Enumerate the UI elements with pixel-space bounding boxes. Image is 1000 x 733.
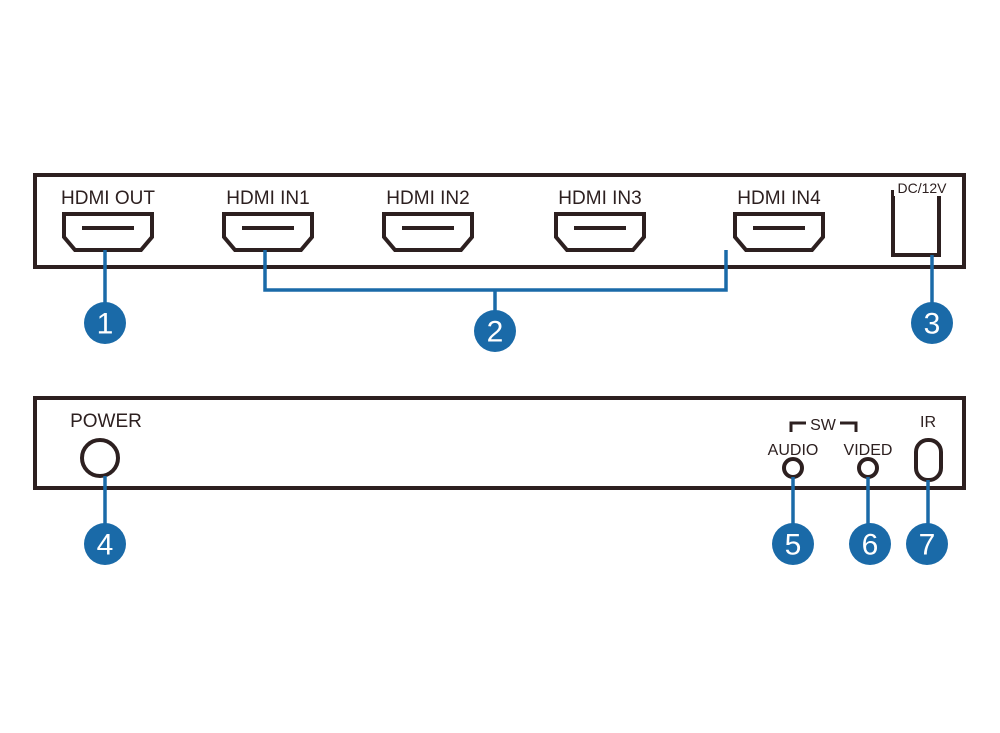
front-panel-body	[33, 396, 966, 490]
callout-circle-1	[84, 302, 126, 344]
port-label-hdmi-in2: HDMI IN2	[386, 188, 469, 209]
sw-bracket-left	[789, 421, 806, 432]
dc-label-backdrop	[894, 180, 956, 196]
control-power-button[interactable]: POWER	[70, 411, 142, 478]
control-label-ir: IR	[920, 414, 936, 431]
port-label-hdmi-in1: HDMI IN1	[226, 188, 309, 209]
callout-number-6: 6	[862, 529, 879, 562]
sw-bracket-right	[840, 421, 858, 432]
hdmi-connector-icon	[382, 212, 474, 252]
ir-receiver-icon	[914, 438, 943, 482]
switch-group: SW	[789, 417, 858, 434]
callout-number-1: 1	[97, 308, 114, 341]
port-hdmi-in3[interactable]: HDMI IN3	[554, 188, 646, 252]
port-hdmi-out[interactable]: HDMI OUT	[61, 188, 155, 252]
port-label-hdmi-in3: HDMI IN3	[558, 188, 641, 209]
port-label-hdmi-in4: HDMI IN4	[737, 188, 821, 209]
port-hdmi-in1[interactable]: HDMI IN1	[222, 188, 314, 252]
callout-circle-7	[906, 523, 948, 565]
port-label-hdmi-out: HDMI OUT	[61, 188, 155, 209]
port-hdmi-in2[interactable]: HDMI IN2	[382, 188, 474, 252]
callout-6[interactable]: 6	[849, 523, 891, 565]
callout-circle-4	[84, 523, 126, 565]
port-dc-power[interactable]: DC/12V	[891, 180, 956, 257]
callout-number-2: 2	[487, 316, 504, 349]
port-hdmi-in4[interactable]: HDMI IN4	[733, 188, 825, 252]
rear-panel: HDMI OUT HDMI IN1 HDMI IN2 HDMI IN3 HDMI…	[33, 173, 966, 269]
hdmi-connector-icon	[222, 212, 314, 252]
hdmi-connector-icon	[733, 212, 825, 252]
dc-jack-icon	[891, 190, 941, 257]
callout-number-5: 5	[785, 529, 802, 562]
callout-number-7: 7	[919, 529, 936, 562]
video-led-icon	[857, 457, 879, 479]
callout-circle-6	[849, 523, 891, 565]
callout-number-4: 4	[97, 529, 114, 562]
control-label-power: POWER	[70, 411, 142, 432]
callout-number-3: 3	[924, 308, 941, 341]
power-button-icon	[80, 438, 120, 478]
callout-circle-3	[911, 302, 953, 344]
callout-3[interactable]: 3	[911, 302, 953, 344]
hdmi-connector-icon	[554, 212, 646, 252]
callout-circle-2	[474, 310, 516, 352]
control-video-led[interactable]: VIDED	[844, 442, 893, 479]
port-label-dc-power: DC/12V	[897, 180, 947, 196]
audio-led-icon	[782, 457, 804, 479]
callout-1[interactable]: 1	[84, 302, 126, 344]
control-ir-window[interactable]: IR	[914, 414, 943, 482]
callout-7[interactable]: 7	[906, 523, 948, 565]
control-label-audio: AUDIO	[768, 442, 819, 459]
rear-leader-lines	[103, 250, 934, 313]
callout-5[interactable]: 5	[772, 523, 814, 565]
callout-2[interactable]: 2	[474, 310, 516, 352]
switch-group-label: SW	[810, 417, 837, 434]
hdmi-connector-icon	[62, 212, 154, 252]
callout-circle-5	[772, 523, 814, 565]
front-leader-lines	[103, 476, 930, 526]
front-panel: POWER SW AUDIO VIDED IR	[33, 396, 966, 490]
callout-4[interactable]: 4	[84, 523, 126, 565]
control-label-video: VIDED	[844, 442, 893, 459]
